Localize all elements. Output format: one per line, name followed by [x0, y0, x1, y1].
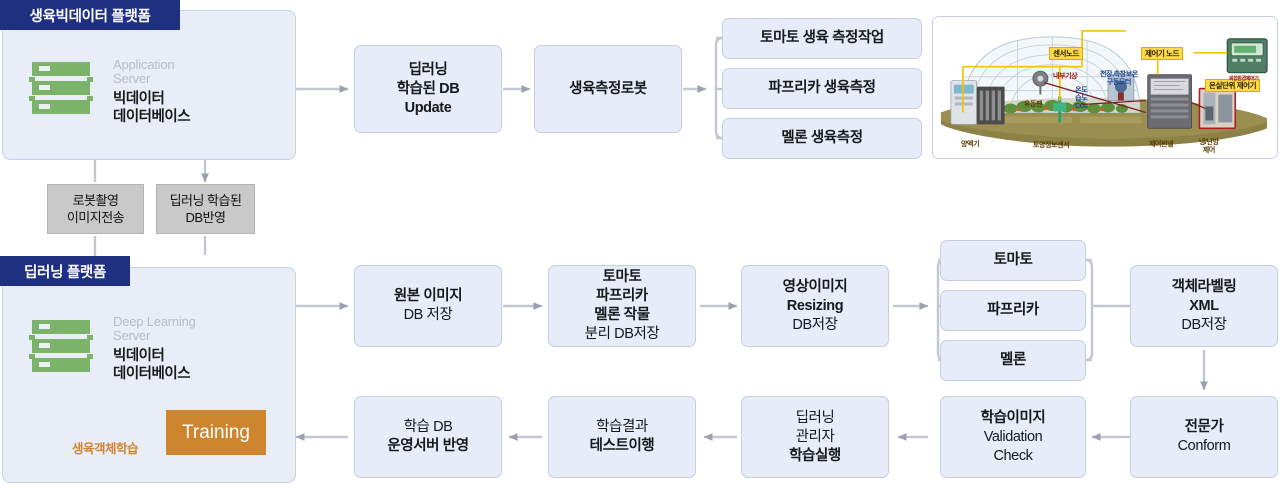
connector-label-db-reflect: 딥러닝 학습된 DB반영	[156, 184, 255, 234]
process-box-dl-db-update[interactable]: 딥러닝 학습된 DB Update	[354, 45, 502, 133]
server-rack-icon-app	[29, 62, 93, 114]
training-block[interactable]: Training	[166, 410, 266, 455]
greenhouse-label-unit-controller: 온실단위 제어기	[1205, 79, 1261, 92]
greenhouse-label-controller-node: 제어기 노드	[1141, 47, 1184, 60]
connector-label-robot-capture: 로봇촬영 이미지전송	[47, 184, 144, 234]
process-box-crop-paprika[interactable]: 파프리카	[940, 290, 1086, 331]
process-box-object-labeling-xml[interactable]: 객체라벨링 XML DB저장	[1130, 265, 1278, 347]
app-server-title: 빅데이터 데이터베이스	[113, 91, 191, 125]
greenhouse-label-circulation-fan: 유동팬	[1024, 101, 1043, 108]
process-box-tomato-growth-task[interactable]: 토마토 생육 측정작업	[722, 18, 922, 59]
greenhouse-label-cooling-heating: 냉/난방 제어	[1199, 139, 1219, 154]
dl-server-subtitle: Deep Learning Server	[113, 314, 196, 343]
process-box-dl-manager-training-run[interactable]: 딥러닝 관리자 학습실행	[741, 396, 889, 478]
process-box-crop-tomato[interactable]: 토마토	[940, 240, 1086, 281]
greenhouse-label-nutrient-supply: 양액기	[961, 141, 980, 148]
process-box-dl-db-update-lines: 딥러닝 학습된 DB Update	[396, 61, 460, 116]
process-box-melon-growth-measure[interactable]: 멜론 생육측정	[722, 118, 922, 159]
process-box-image-resizing-db[interactable]: 영상이미지 Resizing DB저장	[741, 265, 889, 347]
greenhouse-label-control-panel: 제어판넬	[1149, 141, 1174, 148]
greenhouse-label-soil-sensor: 토양정보센서	[1033, 142, 1070, 149]
panel-tab-growth-bigdata-label: 생육빅데이터 플랫폼	[29, 8, 151, 25]
panel-tab-deep-learning-label: 딥러닝 플랫폼	[24, 264, 106, 281]
process-box-crop-split-db[interactable]: 토마토 파프리카 멜론 작물 분리 DB저장	[548, 265, 696, 347]
process-box-crop-melon[interactable]: 멜론	[940, 340, 1086, 381]
dl-server-title: 빅데이터 데이터베이스	[113, 348, 191, 382]
panel-tab-deep-learning: 딥러닝 플랫폼	[0, 256, 130, 286]
connector-label-robot-capture-text: 로봇촬영 이미지전송	[66, 193, 125, 225]
growth-object-learning-label: 생육객체학습	[72, 442, 139, 456]
greenhouse-label-internal-weather: 내부기상	[1053, 73, 1078, 80]
process-box-expert-conform[interactable]: 전문가 Conform	[1130, 396, 1278, 478]
process-box-growth-measure-robot-lines: 생육측정로봇	[569, 80, 647, 97]
smart-greenhouse-image: 센서노드 제어기 노드 온실단위 제어기 내부기상 천장,측창보온 구동모터 온…	[932, 16, 1278, 159]
process-box-original-image-db[interactable]: 원본 이미지 DB 저장	[354, 265, 502, 347]
server-rack-icon-dl	[29, 320, 93, 372]
connector-label-db-reflect-text: 딥러닝 학습된 DB반영	[169, 193, 242, 225]
process-box-training-result-test[interactable]: 학습결과 테스트이행	[548, 396, 696, 478]
greenhouse-label-device-caption: 복합환경제어기	[1229, 76, 1259, 82]
greenhouse-illustration	[933, 17, 1277, 158]
greenhouse-label-temp-hum-co2: 온도 습도 CO₂	[1075, 87, 1088, 110]
process-box-growth-measure-robot[interactable]: 생육측정로봇	[534, 45, 682, 133]
process-box-paprika-growth-measure[interactable]: 파프리카 생육측정	[722, 68, 922, 109]
app-server-subtitle: Application Server	[113, 57, 175, 86]
greenhouse-label-window-motor: 천장,측창보온 구동모터	[1100, 71, 1138, 86]
panel-tab-growth-bigdata: 생육빅데이터 플랫폼	[0, 0, 180, 30]
process-box-training-db-to-prod[interactable]: 학습 DB 운영서버 반영	[354, 396, 502, 478]
training-block-label: Training	[182, 421, 250, 443]
greenhouse-label-sensor-node: 센서노드	[1049, 47, 1083, 60]
process-box-training-image-validation[interactable]: 학습이미지 Validation Check	[940, 396, 1086, 478]
